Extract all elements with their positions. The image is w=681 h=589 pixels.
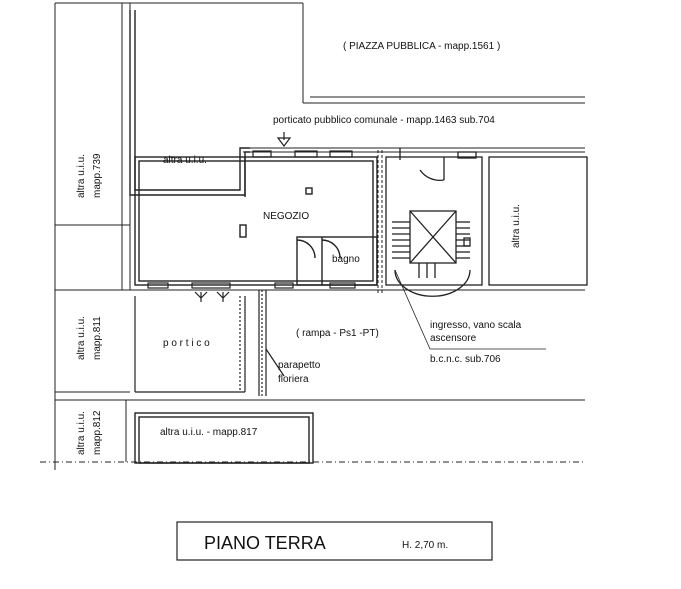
label-rampa: ( rampa - Ps1 -PT) — [296, 328, 379, 339]
porticato-zone — [243, 147, 585, 153]
label-mapp-739: mapp.739 — [92, 153, 103, 198]
stair-core — [385, 148, 588, 297]
title-height: H. 2,70 m. — [402, 540, 448, 551]
label-portico: p o r t i c o — [163, 338, 210, 349]
label-parapetto: parapetto — [278, 360, 321, 371]
title-box — [176, 521, 493, 561]
label-floriera: floriera — [278, 374, 309, 385]
label-altra-uiu-739-a: altra u.i.u. — [76, 154, 87, 198]
label-altra-uiu-811-a: altra u.i.u. — [76, 316, 87, 360]
label-altra-uiu-812-a: altra u.i.u. — [76, 411, 87, 455]
label-mapp-812: mapp.812 — [92, 410, 103, 455]
room-negozio — [134, 156, 378, 286]
label-altra-uiu-right: altra u.i.u. — [511, 204, 522, 248]
label-ingresso-2: ascensore — [430, 333, 477, 344]
negozio-windows — [147, 282, 356, 302]
label-altra-uiu-top: altra u.i.u. — [163, 155, 207, 166]
label-porticato: porticato pubblico comunale - mapp.1463 … — [273, 115, 495, 126]
ingresso-pointer — [394, 269, 546, 350]
label-negozio: NEGOZIO — [263, 211, 309, 222]
label-mapp-811: mapp.811 — [92, 316, 103, 360]
room-altra-uiu-817 — [134, 412, 314, 464]
negozio-top-openings — [252, 132, 353, 158]
label-piazza: ( PIAZZA PUBBLICA - mapp.1561 ) — [343, 41, 500, 52]
dashed-divider — [377, 150, 383, 295]
label-altra-uiu-817: altra u.i.u. - mapp.817 — [160, 427, 258, 438]
label-bcnc: b.c.n.c. sub.706 — [430, 354, 501, 365]
label-ingresso-1: ingresso, vano scala — [430, 320, 522, 331]
room-altra-uiu-top — [129, 10, 250, 196]
label-bagno: bagno — [332, 254, 360, 265]
portico-region — [134, 290, 285, 396]
title-name: PIANO TERRA — [204, 533, 326, 553]
